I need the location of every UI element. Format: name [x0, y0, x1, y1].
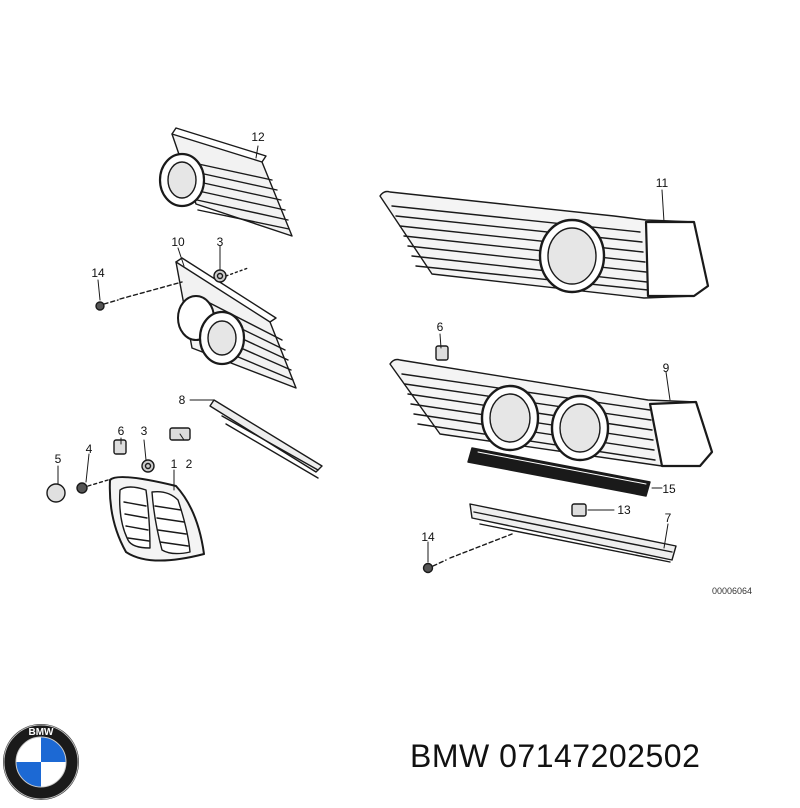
leader-lines — [57, 145, 671, 563]
callout-15: 15 — [662, 482, 676, 496]
part-13-clip — [571, 503, 587, 517]
callout-6-left: 6 — [118, 424, 125, 438]
callout-7: 7 — [665, 511, 672, 525]
callout-3-upper: 3 — [217, 235, 224, 249]
part-14-screw-lower — [422, 533, 513, 574]
part-1-kidney-grille — [108, 476, 205, 562]
part-14-screw-upper — [95, 281, 183, 311]
part-caption: BMW 07147202502 — [410, 738, 700, 775]
drawing-number: 00006064 — [712, 586, 752, 596]
part-6-clip-left — [113, 439, 127, 455]
part-number: 07147202502 — [499, 738, 701, 774]
part-9-grille-section — [389, 358, 714, 468]
callout-9: 9 — [663, 361, 670, 375]
callout-2: 2 — [186, 457, 193, 471]
callout-14-lower: 14 — [421, 530, 435, 544]
callout-13: 13 — [617, 503, 631, 517]
part-6-clip-right — [435, 345, 449, 361]
callout-3-lower: 3 — [141, 424, 148, 438]
logo-letters: BMW — [29, 727, 55, 738]
part-10-grille-section — [175, 257, 297, 389]
callout-14-upper: 14 — [91, 266, 105, 280]
part-4-screw — [76, 479, 109, 494]
bmw-logo: BMW — [3, 724, 79, 800]
part-3-nut-upper — [213, 267, 249, 283]
callout-8: 8 — [179, 393, 186, 407]
part-12-grille-section — [158, 127, 293, 237]
callout-labels: 12 10 3 14 8 6 3 4 5 1 2 11 6 9 15 13 7 … — [55, 130, 676, 544]
part-11-grille-section — [379, 190, 710, 299]
part-8-trim-strip — [209, 399, 323, 479]
callout-5: 5 — [55, 452, 62, 466]
callout-6-right: 6 — [437, 320, 444, 334]
callout-10: 10 — [171, 235, 185, 249]
part-5-cap — [46, 483, 66, 503]
brand-name: BMW — [410, 738, 490, 774]
part-7-trim-bar — [469, 503, 677, 563]
part-15-seal-strip — [467, 447, 651, 497]
callout-12: 12 — [251, 130, 265, 144]
callout-11: 11 — [656, 176, 669, 190]
part-3-nut-lower — [141, 459, 155, 473]
callout-1: 1 — [171, 457, 178, 471]
callout-4: 4 — [86, 442, 93, 456]
